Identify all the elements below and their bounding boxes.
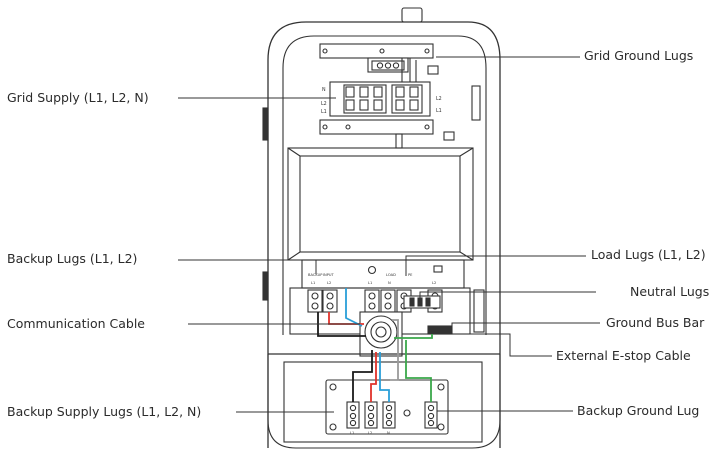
red-wire-l2	[370, 352, 377, 402]
terminal-label-load-l2: L2	[432, 281, 436, 285]
bottom-box	[283, 361, 483, 443]
enclosure-outer	[267, 21, 501, 448]
leader-neutral-lugs	[419, 291, 596, 302]
gray-wire	[390, 319, 399, 381]
top-handle	[401, 7, 423, 23]
terminal-label-input: INPUT	[323, 273, 335, 277]
terminal-label-l2: L2	[327, 281, 331, 285]
top-bracket	[319, 43, 434, 59]
leader-ground-bus	[451, 322, 600, 330]
right-tab	[471, 85, 481, 121]
terminal-label-pe: PE	[408, 273, 413, 277]
mounting-plate	[287, 147, 474, 261]
black-wire-backup	[317, 312, 366, 337]
enclosure-inner	[282, 35, 487, 335]
bottom-label-n: N	[387, 431, 390, 435]
breaker-body	[329, 81, 431, 117]
breaker-module	[319, 43, 455, 149]
terminal-label-l1: L1	[311, 281, 315, 285]
label-ground-bus-bar: Ground Bus Bar	[606, 315, 705, 330]
ground-bus-bar	[427, 325, 453, 335]
neutral-lug-block	[403, 295, 441, 309]
terminal-label-load-l1: L1	[368, 281, 372, 285]
leader-load-lugs	[405, 255, 586, 276]
breaker-label-l2: L2	[321, 101, 327, 107]
leader-estop	[442, 333, 552, 357]
black-wire-l1	[352, 350, 373, 402]
breaker-label-right-l1: L1	[436, 108, 442, 114]
blue-wire-comm	[345, 288, 363, 327]
terminal-label-backup: BACKUP	[308, 273, 323, 277]
backup-ground-lug	[424, 401, 438, 429]
label-backup-supply-lugs: Backup Supply Lugs (L1, L2, N)	[7, 404, 202, 419]
label-external-estop-cable: External E-stop Cable	[556, 348, 691, 363]
backup-supply-lug-block	[346, 401, 396, 429]
breaker-label-l1: L1	[321, 109, 327, 115]
label-backup-lugs: Backup Lugs (L1, L2)	[7, 251, 138, 266]
left-tab-bottom	[262, 271, 269, 301]
ground-symbol-icon	[403, 409, 411, 417]
label-backup-ground-lug: Backup Ground Lug	[577, 403, 700, 418]
bottom-bracket	[319, 119, 434, 135]
terminal-label-load: LOAD	[386, 273, 396, 277]
breaker-label-right-l2: L2	[436, 96, 442, 102]
right-slot	[473, 289, 485, 333]
label-grid-ground-lugs: Grid Ground Lugs	[584, 48, 694, 63]
backup-supply-plate	[325, 379, 449, 435]
grid-ground-lug-block	[371, 60, 405, 71]
label-grid-supply: Grid Supply (L1, L2, N)	[7, 90, 149, 105]
backup-lug-block	[307, 289, 338, 313]
left-tab-top	[262, 107, 269, 141]
label-neutral-lugs: Neutral Lugs	[630, 284, 710, 299]
green-wire-ground	[405, 340, 432, 402]
label-communication-cable: Communication Cable	[7, 316, 145, 331]
leader-backup-lugs	[178, 259, 317, 274]
bottom-label-l1: L1	[350, 431, 354, 435]
terminal-label-load-n: N	[388, 281, 391, 285]
label-load-lugs: Load Lugs (L1, L2)	[591, 247, 706, 262]
breaker-label-n: N	[322, 87, 326, 93]
bottom-label-l2: L2	[368, 431, 372, 435]
blue-wire-n	[379, 352, 390, 402]
cable-gland	[359, 311, 403, 357]
green-wire-bus	[394, 334, 433, 339]
